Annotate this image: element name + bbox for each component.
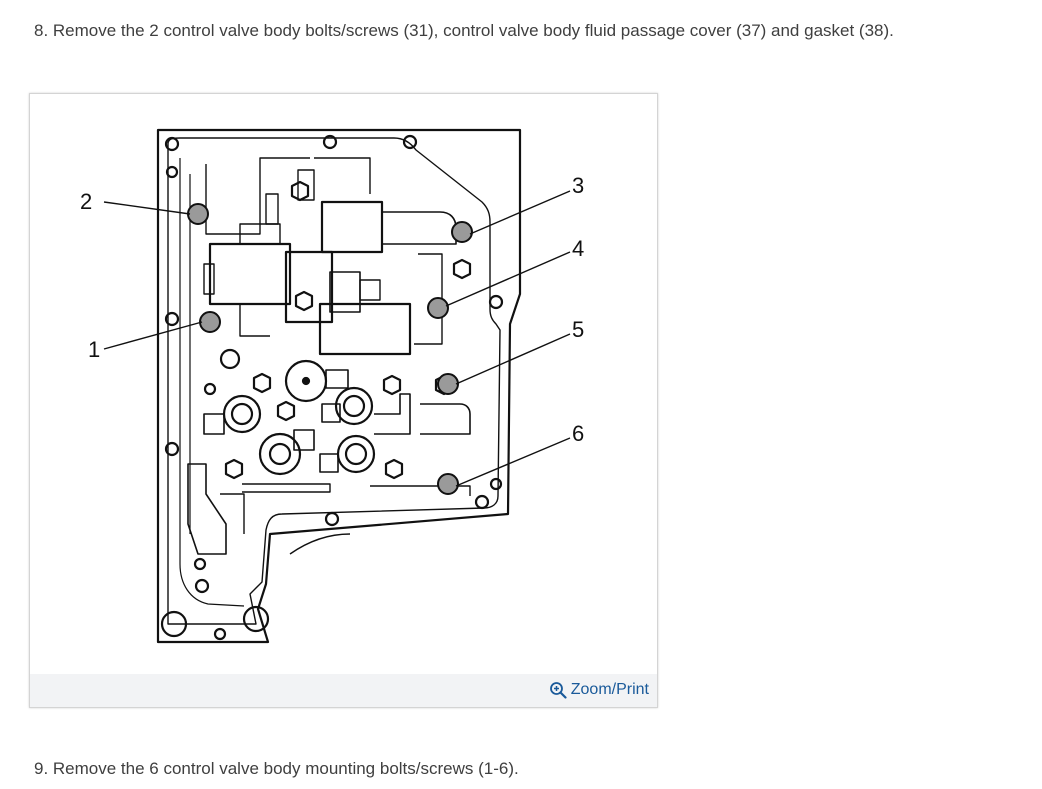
step-9-instruction: 9. Remove the 6 control valve body mount… — [34, 759, 519, 778]
callout-4: 4 — [572, 236, 584, 261]
valve-body-diagram: 1 2 3 4 5 6 — [80, 128, 584, 644]
bolt-heads — [187, 203, 473, 495]
callout-3: 3 — [572, 173, 584, 198]
valve-body-outline — [156, 128, 522, 644]
callout-6: 6 — [572, 421, 584, 446]
magnifier-plus-icon — [549, 682, 567, 699]
zoom-print-link[interactable]: Zoom/Print — [549, 677, 649, 703]
callout-1: 1 — [88, 337, 100, 362]
callout-2: 2 — [80, 189, 92, 214]
step-8-instruction: 8. Remove the 2 control valve body bolts… — [34, 21, 894, 40]
callout-5: 5 — [572, 317, 584, 342]
figure-container: 1 2 3 4 5 6 Zoom/Print — [29, 93, 658, 708]
figure-footer: Zoom/Print — [30, 674, 657, 707]
zoom-print-label: Zoom/Print — [570, 681, 649, 698]
